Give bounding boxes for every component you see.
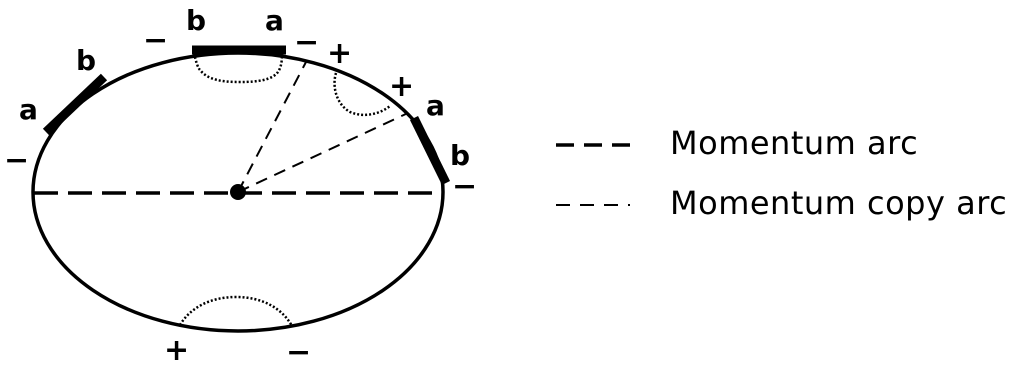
momentum-copy-arc-right <box>237 112 409 193</box>
sign-right-minus: − <box>452 169 477 204</box>
sign-bottom-minus: − <box>286 335 311 366</box>
legend-label-momentum-copy-arc: Momentum copy arc <box>670 184 1008 222</box>
sign-bottom-plus: + <box>164 333 189 366</box>
wavy-loop-right <box>333 72 391 117</box>
sign-left-minus: − <box>4 143 29 178</box>
sign-top-right-minus: − <box>294 25 319 60</box>
sign-top-left-minus: − <box>143 23 168 58</box>
thick-arc-left <box>42 73 108 136</box>
sign-upper-right-plus-2: + <box>389 69 414 104</box>
wavy-loop-top <box>192 52 284 84</box>
thick-arc-right <box>409 116 451 185</box>
label-left-b: b <box>76 44 96 77</box>
sign-upper-right-plus-1: + <box>327 36 352 71</box>
label-top-b: b <box>186 4 206 37</box>
momentum-copy-arc-upper <box>237 61 307 193</box>
wavy-loop-bottom <box>178 295 294 327</box>
legend-label-momentum-arc: Momentum arc <box>670 124 919 162</box>
label-right-a: a <box>426 89 445 122</box>
label-left-a: a <box>19 93 38 126</box>
label-top-a: a <box>265 4 284 37</box>
label-right-b: b <box>450 139 470 172</box>
center-vertex <box>230 184 246 200</box>
